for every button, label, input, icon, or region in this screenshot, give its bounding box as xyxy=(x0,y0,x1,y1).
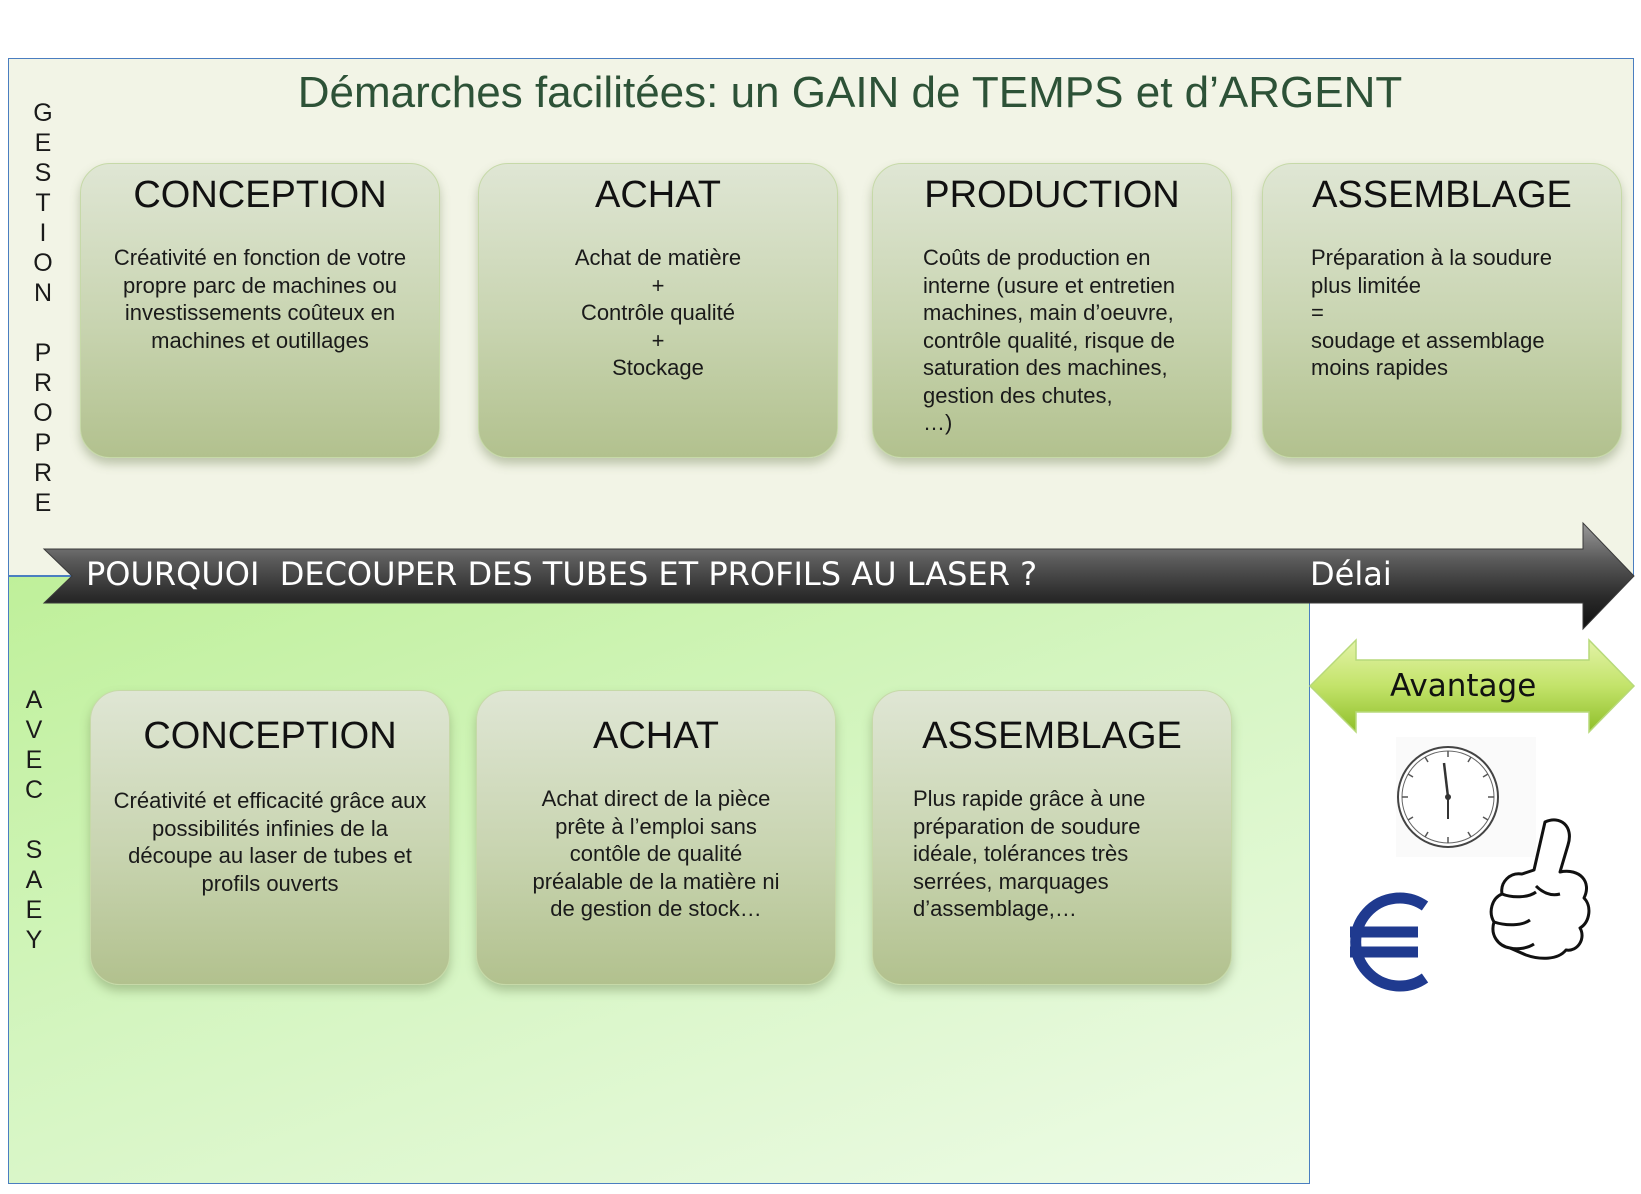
card-body: Préparation à la soudure plus limitée = … xyxy=(1311,245,1552,380)
thumbs-up-icon xyxy=(1489,818,1591,960)
card-production-gestion: PRODUCTION Coûts de production en intern… xyxy=(872,163,1232,458)
card-body: Achat de matière + Contrôle qualité + St… xyxy=(574,245,742,380)
card-body: Créativité et efficacité grâce aux possi… xyxy=(113,788,427,896)
card-title: ACHAT xyxy=(595,174,721,216)
process-arrow-label: POURQUOI DECOUPER DES TUBES ET PROFILS A… xyxy=(86,555,1038,593)
card-conception-saey: CONCEPTION Créativité et efficacité grâc… xyxy=(90,690,450,985)
avantage-label: Avantage xyxy=(1390,668,1537,704)
card-title: CONCEPTION xyxy=(143,715,397,757)
page-title: Démarches facilitées: un GAIN de TEMPS e… xyxy=(297,68,1403,117)
card-achat-saey: ACHAT Achat direct de la pièce prête à l… xyxy=(476,690,836,985)
process-arrow-body xyxy=(42,521,1635,631)
card-title: ASSEMBLAGE xyxy=(922,715,1182,757)
card-title: CONCEPTION xyxy=(133,174,387,216)
clock-icon xyxy=(1396,737,1536,857)
card-title: ASSEMBLAGE xyxy=(1312,174,1572,216)
card-assemblage-gestion: ASSEMBLAGE Préparation à la soudure plus… xyxy=(1262,163,1622,458)
gestion-propre-label: G E S T I O N P R O P R E xyxy=(33,99,53,517)
card-body: Achat direct de la pièce prête à l’emplo… xyxy=(532,786,780,921)
card-body: Plus rapide grâce à une préparation de s… xyxy=(913,786,1146,921)
avantage-arrow-shape xyxy=(1308,638,1636,734)
card-achat-gestion: ACHAT Achat de matière + Contrôle qualit… xyxy=(478,163,838,458)
card-body: Coûts de production en interne (usure et… xyxy=(923,245,1175,435)
card-title: PRODUCTION xyxy=(924,174,1180,216)
card-conception-gestion: CONCEPTION Créativité en fonction de vot… xyxy=(80,163,440,458)
card-assemblage-saey: ASSEMBLAGE Plus rapide grâce à une prépa… xyxy=(872,690,1232,985)
euro-icon xyxy=(1350,892,1429,992)
card-title: ACHAT xyxy=(593,715,719,757)
delai-label: Délai xyxy=(1310,555,1392,593)
avec-saey-label: A V E C S A E Y xyxy=(24,686,44,954)
card-body: Créativité en fonction de votre propre p… xyxy=(113,245,407,353)
